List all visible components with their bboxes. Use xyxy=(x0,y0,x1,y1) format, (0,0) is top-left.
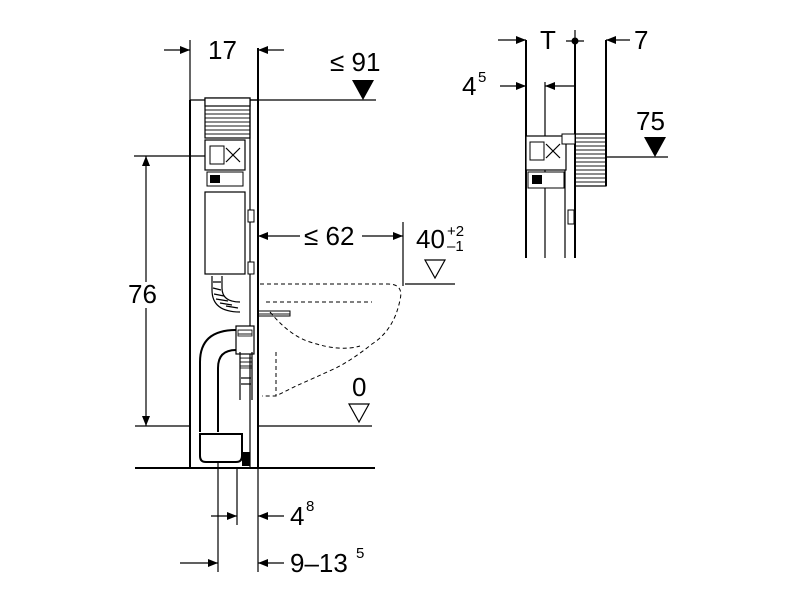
dim-drain-range-label: 9–13 xyxy=(290,548,348,578)
dim-floor-level: 0 xyxy=(347,372,371,424)
dim-drain-range: 9–13 5 xyxy=(180,462,364,578)
side-dim-7-label: 7 xyxy=(634,25,648,55)
dim-depth-label: ≤ 62 xyxy=(304,221,354,251)
dim-seat-height-label: 40 xyxy=(416,224,445,254)
side-valve-block xyxy=(525,133,576,225)
dim-height-label: 76 xyxy=(128,279,157,309)
dim-seat-height-minus: –1 xyxy=(447,238,464,255)
dim-top-width-label: 17 xyxy=(208,35,237,65)
dim-top-width: 17 xyxy=(164,35,284,100)
flush-plate xyxy=(204,97,251,139)
dim-floor-level-label: 0 xyxy=(352,372,366,402)
wc-bowl-outline xyxy=(260,283,402,397)
dim-outlet-offset-sup: 8 xyxy=(306,498,314,515)
fixing-bolt xyxy=(257,310,291,317)
main-view: 17 ≤ 91 76 ≤ 62 40 +2 –1 xyxy=(128,35,464,578)
dim-height: 76 xyxy=(128,155,205,426)
drain-connector xyxy=(199,433,250,466)
side-dim-offset: 4 5 xyxy=(462,69,575,101)
side-view: T 7 4 5 xyxy=(462,25,668,258)
cistern-body xyxy=(204,191,246,275)
dim-cistern-top: ≤ 91 xyxy=(250,47,380,101)
side-dim-t: T xyxy=(498,25,584,55)
side-wall-section xyxy=(574,133,607,187)
side-dim-t-label: T xyxy=(540,25,556,55)
dim-seat-height: 40 +2 –1 xyxy=(405,223,464,285)
side-dim-offset-label: 4 xyxy=(462,71,476,101)
side-dim-offset-sup: 5 xyxy=(478,69,486,86)
valve-block xyxy=(204,139,246,187)
drain-elbow xyxy=(199,325,255,432)
side-dim-75: 75 xyxy=(606,106,668,158)
side-dim-75-label: 75 xyxy=(636,106,665,136)
dim-outlet-offset: 4 8 xyxy=(211,468,314,531)
dim-drain-range-sup: 5 xyxy=(356,545,364,562)
dim-seat-height-plus: +2 xyxy=(447,223,464,240)
side-dim-7: 7 xyxy=(606,25,648,55)
flush-pipe xyxy=(211,276,241,313)
dim-cistern-top-label: ≤ 91 xyxy=(330,47,380,77)
installation-frame xyxy=(189,48,259,468)
dim-outlet-offset-label: 4 xyxy=(290,501,304,531)
dim-depth: ≤ 62 xyxy=(258,221,404,286)
